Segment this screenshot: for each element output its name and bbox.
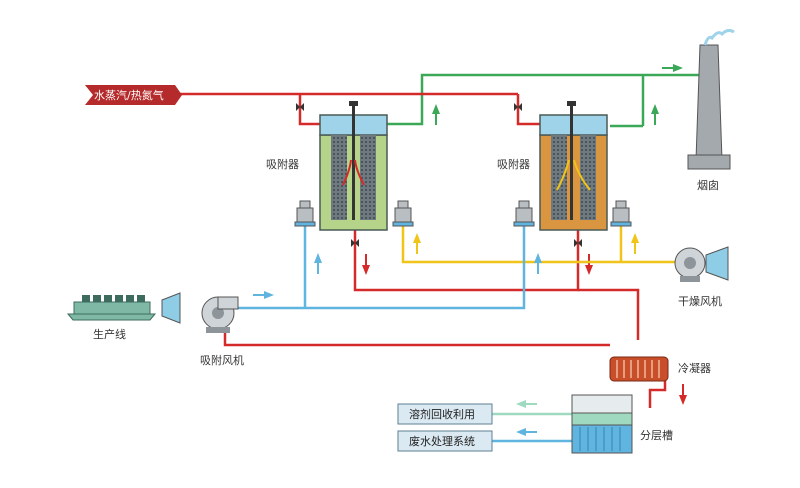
chimney-label: 烟囱 [697,178,719,192]
adsorb-air-lines [235,225,526,310]
valves [296,103,582,247]
dry-fan [674,246,729,282]
solvent-recovery-box: 溶剂回收利用 [397,403,493,425]
steam-inlet-tag: 水蒸汽/热氮气 [85,85,182,105]
production-line [66,292,181,324]
chimney [687,28,735,170]
exhaust-arrows [432,64,683,125]
adsorb-air-arrows [253,253,542,299]
dry-air-lines [401,225,678,264]
steam-label: 水蒸汽/热氮气 [94,88,164,102]
adsorb-fan-label: 吸附风机 [200,353,244,367]
separator-output-arrows [516,400,537,436]
adsorber-right-fittings [513,200,632,227]
adsorber-right [539,101,608,231]
condenser-label: 冷凝器 [678,361,711,375]
wastewater-box: 废水处理系统 [397,430,493,452]
dry-fan-label: 干燥风机 [678,294,722,308]
adsorber-left [319,101,388,231]
exhaust-lines [385,73,700,128]
production-line-label: 生产线 [93,327,126,341]
wastewater-label: 废水处理系统 [409,434,475,448]
separator-tank [571,394,633,454]
condenser [609,356,669,382]
adsorb-fan [201,296,239,333]
separator-outputs [492,412,572,443]
adsorber-left-label: 吸附器 [266,157,299,171]
solvent-recovery-label: 溶剂回收利用 [409,407,475,421]
steam-arrows [362,254,687,405]
adsorber-left-fittings [294,200,414,227]
adsorber-right-label: 吸附器 [497,157,530,171]
dry-air-arrows [413,233,639,254]
separator-label: 分层槽 [640,429,673,442]
